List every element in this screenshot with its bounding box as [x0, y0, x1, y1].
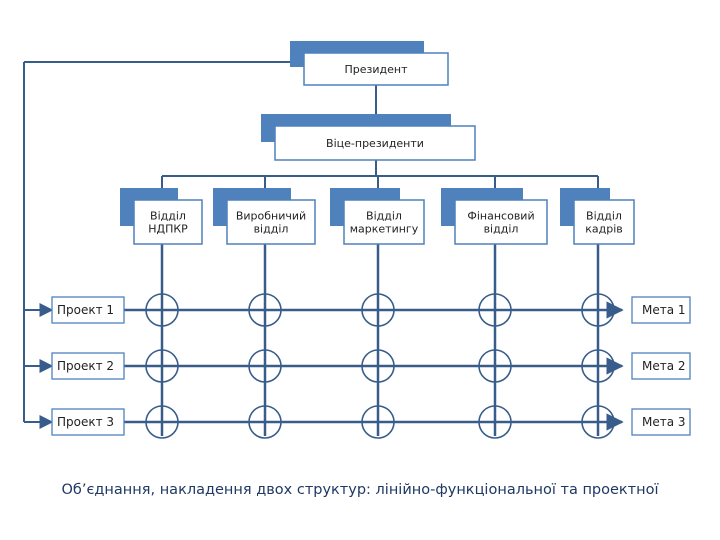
- intersection-circle-1-3: [361, 293, 395, 327]
- department-box-3: [343, 199, 425, 245]
- intersection-circle-3-4: [478, 405, 512, 439]
- goal-label-2: Мета 2: [642, 359, 686, 373]
- department-box-4-text: Фінансовий: [467, 209, 534, 222]
- goal-box-2: [631, 352, 691, 380]
- intersection-circle-1-4: [478, 293, 512, 327]
- department-box-5-text: кадрів: [585, 222, 623, 235]
- intersection-circle-1-5: [581, 293, 615, 327]
- department-box-5: [573, 199, 635, 245]
- intersection-circle-1-2: [248, 293, 282, 327]
- department-box-1-text: НДПКР: [148, 222, 188, 235]
- goal-label-3: Мета 3: [642, 415, 686, 429]
- vice-president-box-text: Віце-президенти: [326, 137, 424, 150]
- intersection-circle-2-3: [361, 349, 395, 383]
- project-label-3: Проект 3: [57, 415, 114, 429]
- department-box-2: [226, 199, 316, 245]
- department-box-4: [454, 199, 548, 245]
- project-label-2: Проект 2: [57, 359, 114, 373]
- president-box-text: Президент: [345, 63, 409, 76]
- project-box-3: [51, 408, 125, 436]
- department-box-5-text: Відділ: [586, 209, 622, 222]
- goal-box-3: [631, 408, 691, 436]
- intersection-circle-3-5: [581, 405, 615, 439]
- intersection-circle-1-1: [145, 293, 179, 327]
- intersection-circle-2-5: [581, 349, 615, 383]
- project-box-2: [51, 352, 125, 380]
- goal-box-1: [631, 296, 691, 324]
- department-box-1-text: Відділ: [150, 209, 186, 222]
- department-box-2-text: відділ: [254, 222, 289, 235]
- department-box-2-text: Виробничий: [236, 209, 306, 222]
- vice-president-box: [274, 125, 476, 161]
- intersection-circle-3-3: [361, 405, 395, 439]
- intersection-circle-3-2: [248, 405, 282, 439]
- president-box: [303, 52, 449, 86]
- project-box-1: [51, 296, 125, 324]
- department-box-1: [133, 199, 203, 245]
- department-box-3-text: маркетингу: [350, 222, 419, 235]
- intersection-circle-2-2: [248, 349, 282, 383]
- goal-label-1: Мета 1: [642, 303, 686, 317]
- intersection-circle-3-1: [145, 405, 179, 439]
- intersection-circle-2-4: [478, 349, 512, 383]
- project-label-1: Проект 1: [57, 303, 114, 317]
- intersection-circle-2-1: [145, 349, 179, 383]
- department-box-4-text: відділ: [484, 222, 519, 235]
- department-box-3-text: Відділ: [366, 209, 402, 222]
- diagram-caption: Об’єднання, накладення двох структур: лі…: [61, 482, 659, 498]
